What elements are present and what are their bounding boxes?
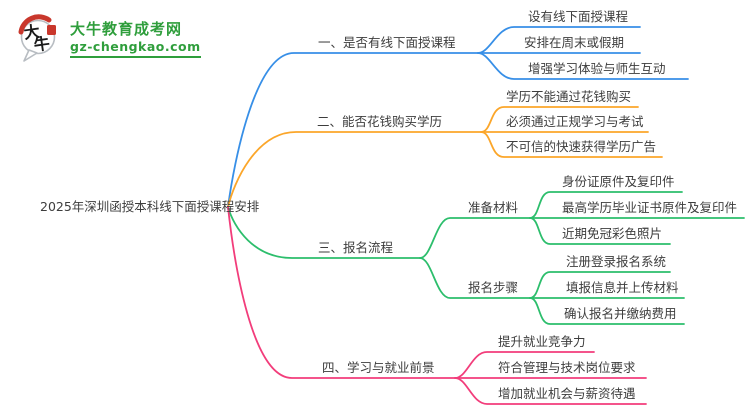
branch3-sub2-leaf3: 确认报名并缴纳费用: [564, 306, 677, 321]
branch1-trunk-line: [227, 52, 479, 208]
branch4-leaf3-line: [454, 377, 647, 405]
branch3-trunk-line: [227, 206, 421, 259]
branch4-leaf1-line: [454, 351, 595, 379]
logo-domain-url: gz-chengkao.com: [70, 39, 201, 58]
branch2-leaf2: 必须通过正规学习与考试: [506, 114, 644, 129]
branch3-sub1-leaf3: 近期免冠彩色照片: [562, 226, 663, 241]
logo-bubble-icon: 大 牛: [18, 14, 56, 62]
branch3-sub2-leaf2: 填报信息并上传材料: [566, 280, 679, 295]
branch3-sub2-leaf3-line: [529, 297, 685, 325]
branch3-sub1-leaf3-line: [529, 217, 671, 245]
root-node: 2025年深圳函授本科线下面授课程安排: [40, 199, 260, 214]
branch1-leaf1-line: [477, 26, 641, 54]
branch3-sub2-leaf1: 注册登录报名系统: [566, 254, 667, 269]
branch1-leaf3: 增强学习体验与师生互动: [528, 61, 666, 76]
logo-site-name: 大牛教育成考网: [70, 20, 183, 38]
branch2-leaf1: 学历不能通过花钱购买: [506, 89, 632, 104]
branch3-subnode2: 报名步骤: [468, 280, 519, 295]
site-logo: 大 牛 大牛教育成考网 gz-chengkao.com: [16, 12, 201, 64]
branch4-node: 四、学习与就业前景: [322, 360, 435, 375]
branch3-node: 三、报名流程: [318, 240, 394, 255]
branch3-sub1-leaf1: 身份证原件及复印件: [562, 174, 675, 189]
branch1-leaf3-line: [477, 52, 689, 80]
branch3-subnode1: 准备材料: [468, 200, 519, 215]
branch2-leaf3-line: [480, 131, 663, 158]
branch4-leaf3: 增加就业机会与薪资待遇: [498, 386, 636, 401]
branch1-leaf2: 安排在周末或假期: [524, 35, 625, 50]
branch2-trunk-line: [227, 131, 482, 208]
branch1-leaf1: 设有线下面授课程: [528, 9, 629, 24]
branch4-trunk-line: [227, 206, 456, 379]
branch3-sub1-leaf2: 最高学历毕业证书原件及复印件: [562, 200, 738, 215]
logo-char-1: 大: [23, 22, 42, 43]
branch3-sub2-leaf1-line: [529, 271, 671, 299]
branch4-leaf2: 符合管理与技术岗位要求: [498, 360, 636, 375]
branch3-sub1-line: [419, 217, 531, 259]
branch3-sub1-leaf1-line: [529, 191, 683, 219]
branch1-node: 一、是否有线下面授课程: [318, 35, 456, 50]
branch4-leaf1: 提升就业竞争力: [498, 334, 586, 349]
branch2-node: 二、能否花钱购买学历: [317, 114, 443, 129]
branch3-sub2-line: [419, 257, 531, 299]
branch2-leaf3: 不可信的快速获得学历广告: [506, 139, 657, 154]
logo-char-2: 牛: [33, 34, 52, 55]
